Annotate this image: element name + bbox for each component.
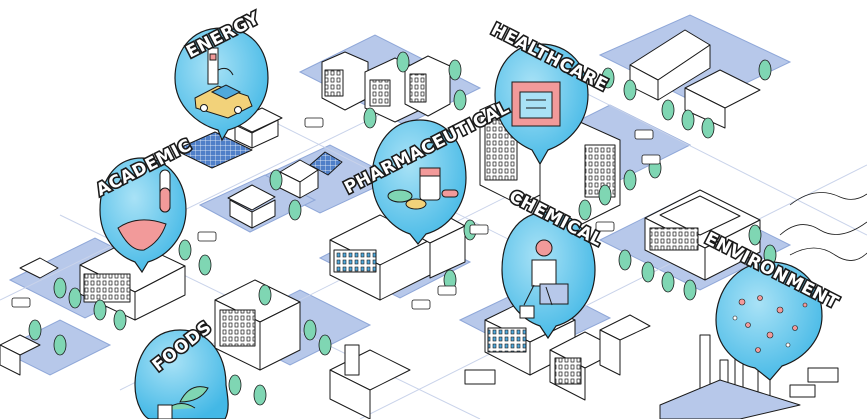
school-building (19, 239, 186, 321)
microbes-icon (732, 295, 808, 353)
pills-bottle-icon (387, 167, 459, 210)
scientist-icon (519, 239, 569, 319)
houses (227, 151, 343, 229)
rowhouses-building (321, 51, 451, 123)
solar-panels (174, 131, 253, 169)
office-building (644, 189, 761, 281)
smoke (779, 192, 867, 261)
intestine-icon (511, 81, 561, 127)
barn-building (629, 29, 761, 129)
plant-icon (157, 386, 209, 419)
truck (464, 369, 496, 385)
trees (28, 51, 777, 406)
liver-test-tube-icon (117, 169, 171, 251)
electric-car-icon (194, 47, 253, 119)
bubble-foods[interactable]: FOODS (134, 316, 229, 419)
foods-buildings (0, 279, 411, 419)
truck (807, 367, 839, 383)
truck (789, 384, 816, 398)
